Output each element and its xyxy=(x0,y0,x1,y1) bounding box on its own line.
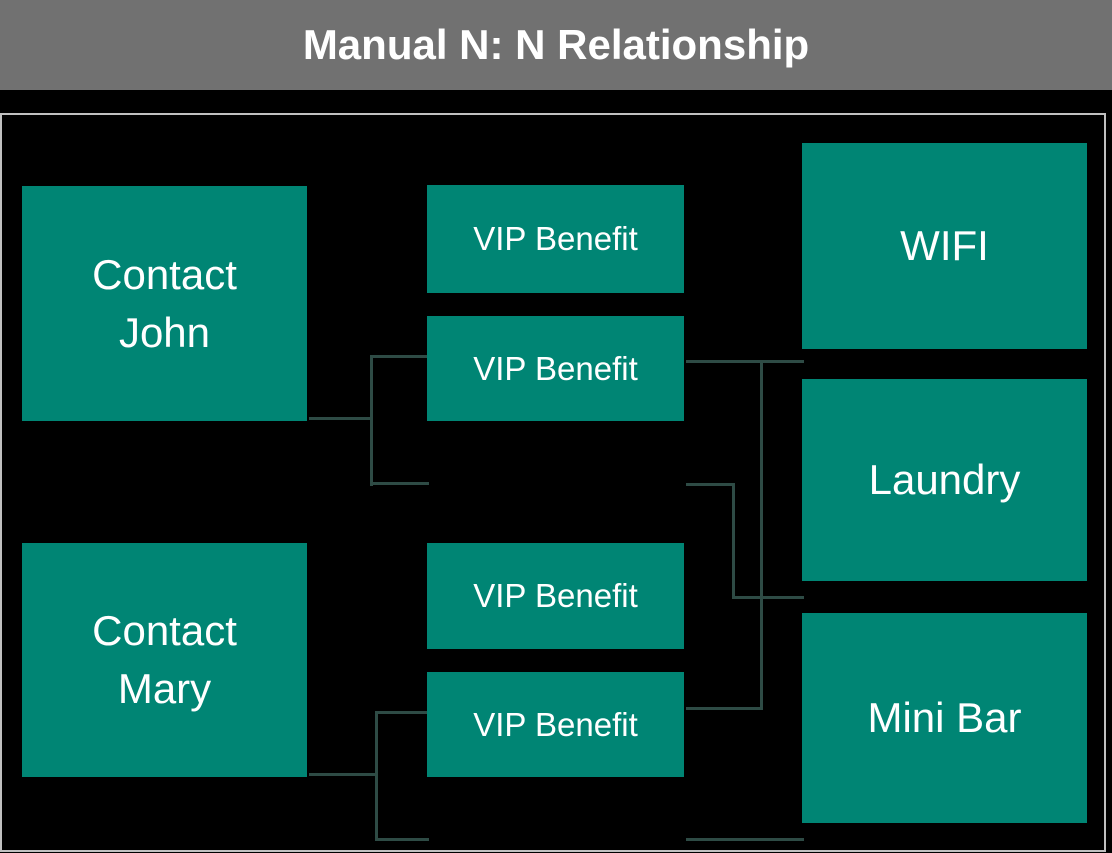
node-vip-benefit-4: VIP Benefit xyxy=(427,672,684,777)
page-title: Manual N: N Relationship xyxy=(302,21,810,68)
connector-mary-to-vip4 xyxy=(375,838,429,841)
node-contact-john: Contact John xyxy=(22,186,307,421)
node-vip-benefit-3: VIP Benefit xyxy=(427,543,684,649)
connector-vip2-laundry-stem xyxy=(732,483,735,599)
node-vip-benefit-2: VIP Benefit xyxy=(427,316,684,421)
connector-vip2-out xyxy=(686,483,734,486)
connector-john-to-vip2 xyxy=(370,482,429,485)
connector-mary-branch-stem xyxy=(375,711,378,841)
node-laundry: Laundry xyxy=(802,379,1087,581)
connector-vip1-to-wifi xyxy=(686,360,804,363)
connector-vip4-to-minibar xyxy=(686,838,804,841)
node-contact-mary: Contact Mary xyxy=(22,543,307,777)
connector-vip3-out xyxy=(686,707,763,710)
connector-mary-trunk xyxy=(309,773,378,776)
connector-john-trunk xyxy=(309,417,372,420)
title-bar: Manual N: N Relationship xyxy=(0,0,1112,90)
connector-mary-to-vip3 xyxy=(375,711,429,714)
connector-to-laundry xyxy=(732,596,804,599)
connector-john-branch-stem xyxy=(370,355,373,486)
connector-john-to-vip1 xyxy=(370,355,429,358)
connector-vip3-wifi-stem xyxy=(760,360,763,710)
node-mini-bar: Mini Bar xyxy=(802,613,1087,823)
node-wifi: WIFI xyxy=(802,143,1087,349)
node-vip-benefit-1: VIP Benefit xyxy=(427,185,684,293)
